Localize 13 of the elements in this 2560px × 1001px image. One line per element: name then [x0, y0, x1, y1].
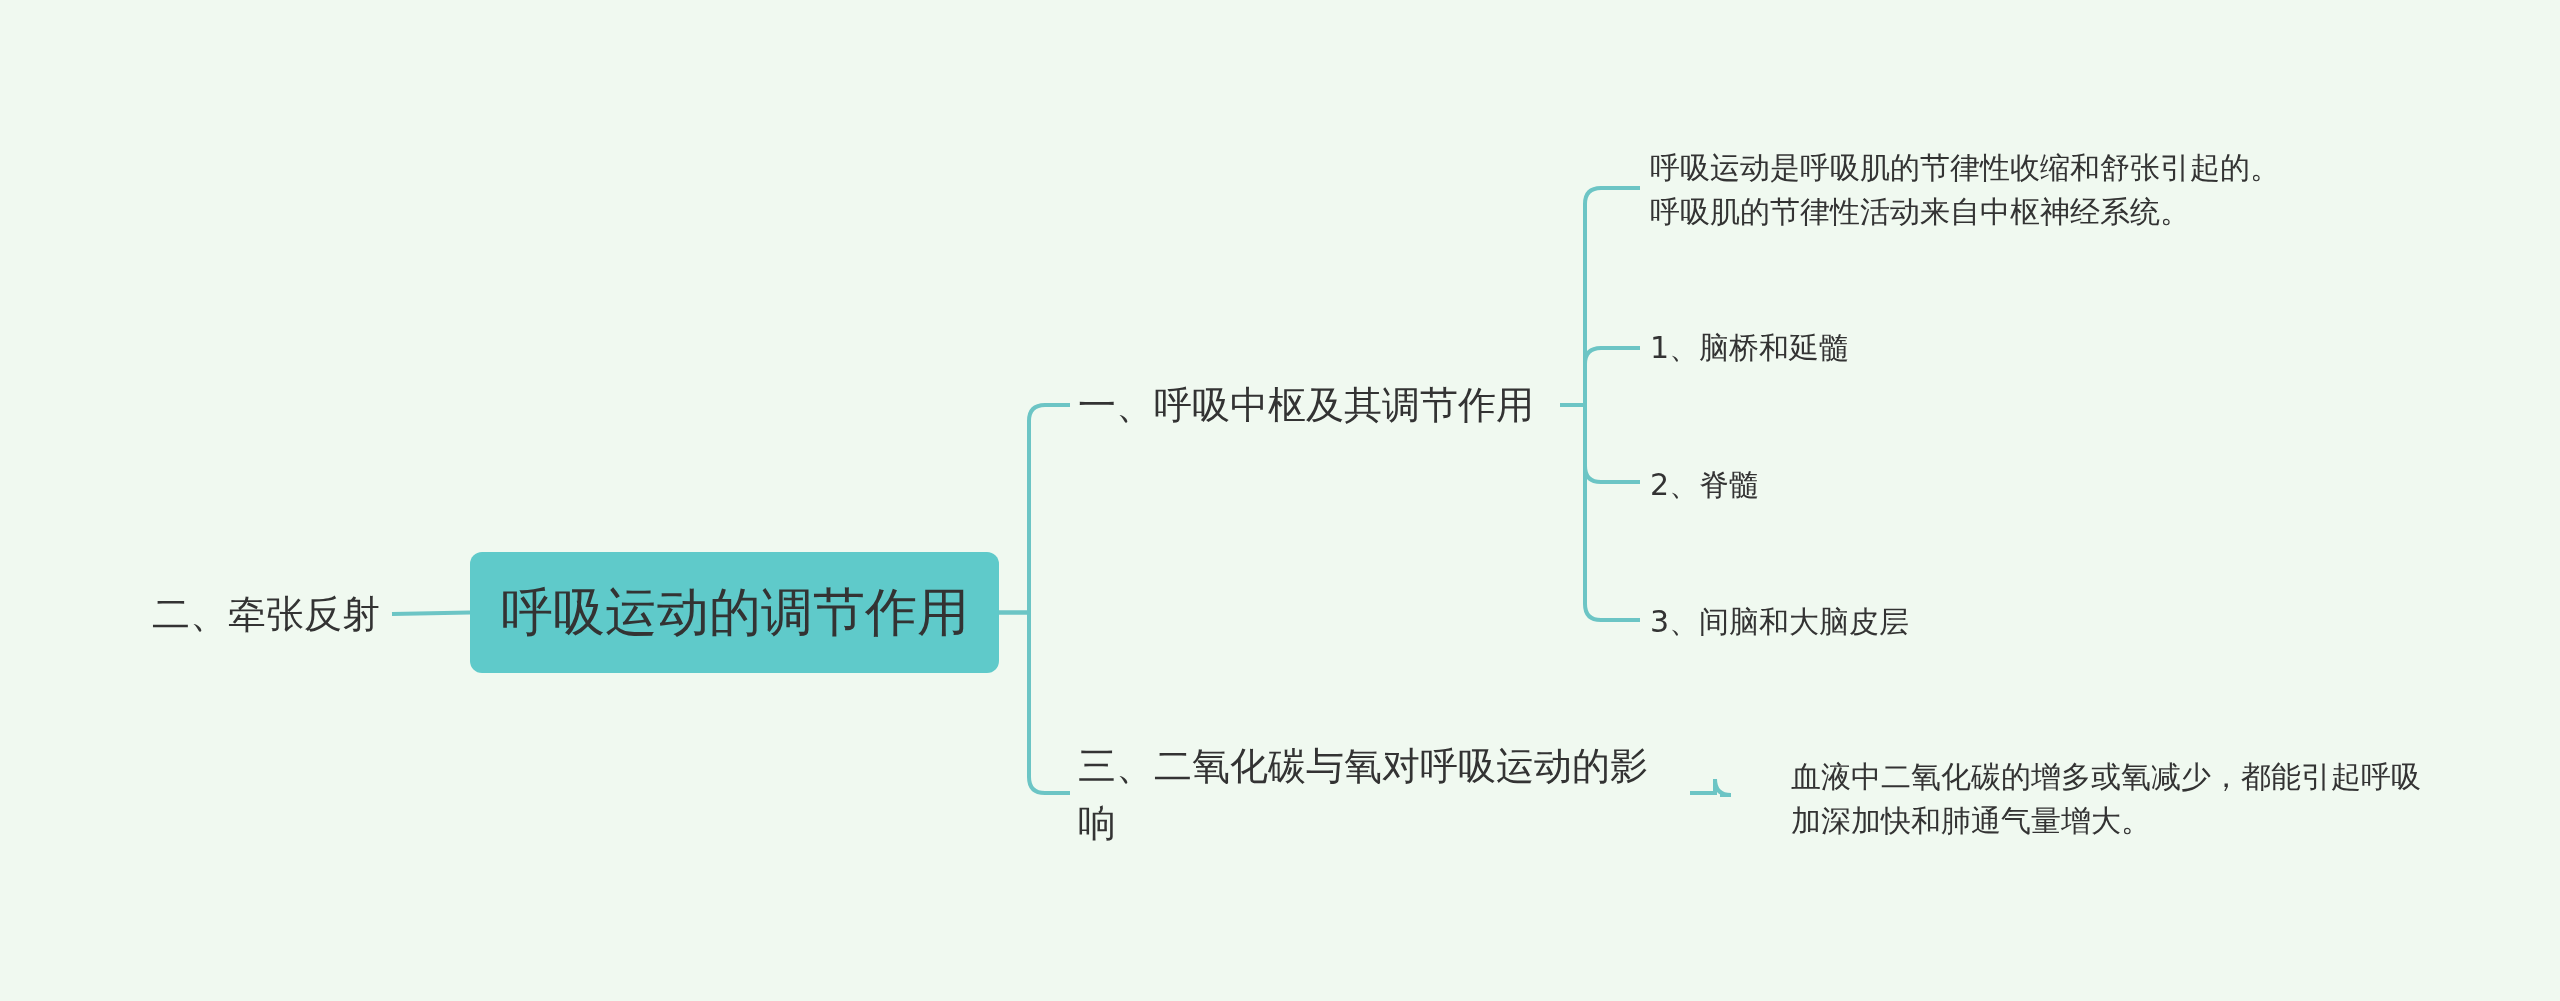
detail-text: 1、脑桥和延髓: [1650, 326, 2280, 370]
connector-line: [391, 610, 471, 616]
detail-text: 血液中二氧化碳的增多或氧减少，都能引起呼吸加深加快和肺通气量增大。: [1791, 755, 2421, 843]
branch-label: 二、牵张反射: [152, 589, 402, 639]
connector-line: [1560, 403, 1640, 622]
branch-label: 三、二氧化碳与氧对呼吸运动的影响: [1078, 738, 1668, 852]
central-topic-box: 呼吸运动的调节作用: [470, 552, 999, 673]
detail-text: 3、间脑和大脑皮层: [1650, 600, 2280, 644]
branch-label: 一、呼吸中枢及其调节作用: [1078, 380, 1578, 430]
connector-line: [1690, 777, 1733, 797]
detail-text: 2、脊髓: [1650, 463, 2280, 507]
detail-text: 呼吸运动是呼吸肌的节律性收缩和舒张引起的。呼吸肌的节律性活动来自中枢神经系统。: [1650, 146, 2280, 234]
connector-line: [999, 610, 1070, 795]
